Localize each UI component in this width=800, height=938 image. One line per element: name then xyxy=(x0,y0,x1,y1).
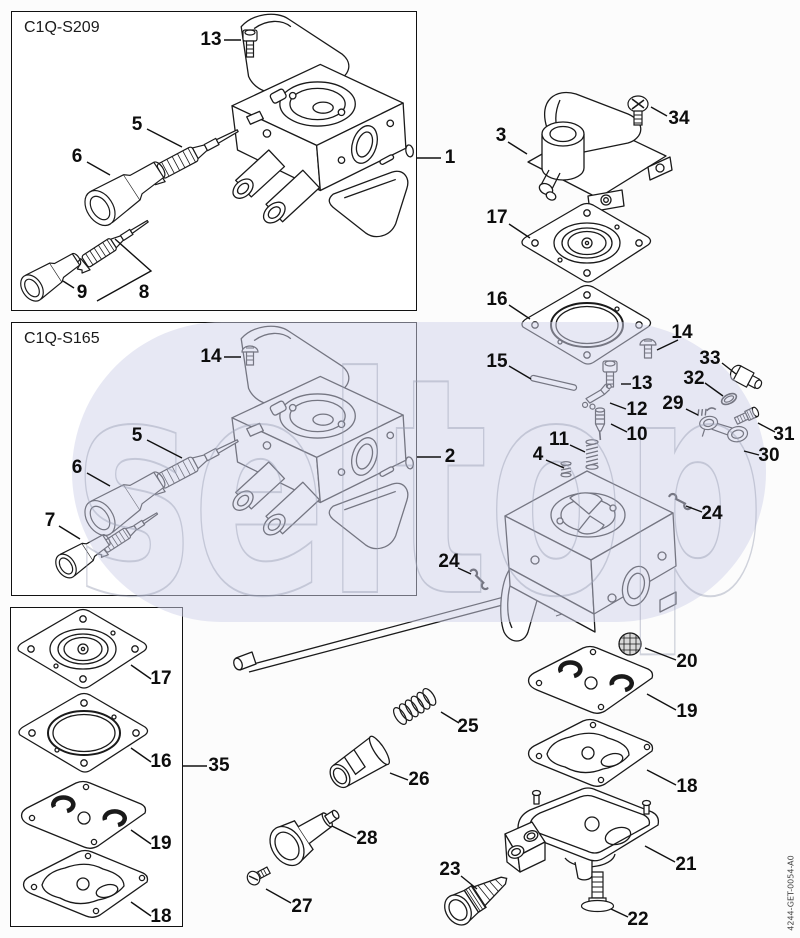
screw-27-art xyxy=(245,864,272,887)
diaphragm-17-art xyxy=(521,202,652,283)
screen-20-art xyxy=(619,633,641,655)
watermark: seltop xyxy=(72,313,766,664)
leader-lines xyxy=(59,40,775,917)
gasket-18-art xyxy=(527,718,654,787)
screw-34-art xyxy=(628,96,648,125)
rod-28-art xyxy=(263,795,349,871)
end-cover-21-art xyxy=(505,788,658,880)
pump-cover-art xyxy=(528,92,672,212)
screw-23-art xyxy=(439,865,515,930)
screw-22-art xyxy=(582,872,614,912)
spring-25-art xyxy=(390,685,439,728)
carburetor-c1q-s209-art xyxy=(15,13,415,306)
valve-26-art xyxy=(324,734,393,795)
watermark-text: seltop xyxy=(75,314,765,663)
